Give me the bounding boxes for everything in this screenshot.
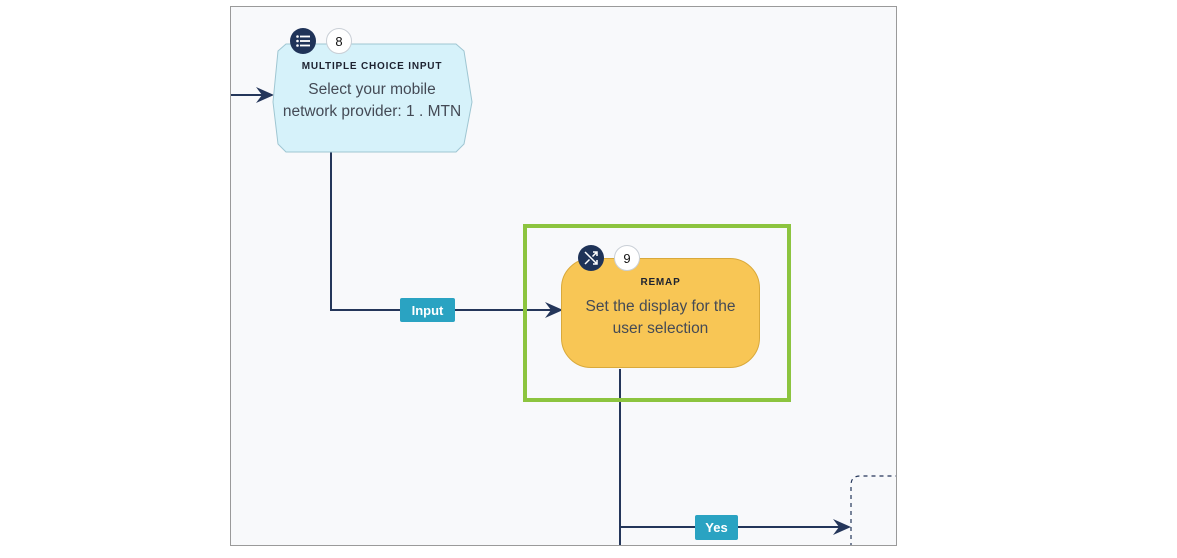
edge-label-input[interactable]: Input <box>400 298 455 322</box>
node-type: REMAP <box>640 277 681 288</box>
node-multiple-choice-input[interactable]: MULTIPLE CHOICE INPUT Select your mobile… <box>280 61 464 123</box>
node-description: Select your mobile network provider: 1 .… <box>282 81 462 120</box>
node-number-badge: 9 <box>614 245 640 271</box>
node-remap[interactable]: REMAP Set the display for the user selec… <box>561 258 760 368</box>
node-type: MULTIPLE CHOICE INPUT <box>301 61 443 72</box>
edges-layer <box>231 43 896 545</box>
list-icon <box>290 28 316 54</box>
node-number-badge: 8 <box>326 28 352 54</box>
shuffle-icon <box>578 245 604 271</box>
edge-label-yes[interactable]: Yes <box>695 515 738 540</box>
edge-8-to-9 <box>330 152 563 318</box>
selection-frame <box>523 224 791 402</box>
node-8-shape <box>272 43 473 153</box>
dashed-node-outline <box>850 475 896 545</box>
node-description: Set the display for the user selection <box>585 298 736 337</box>
